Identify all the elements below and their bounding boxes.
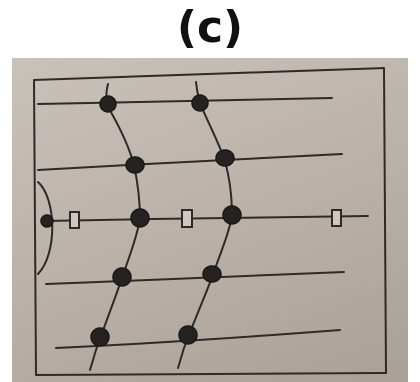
node bbox=[130, 208, 150, 228]
hand-drawn-network-sketch bbox=[33, 67, 387, 376]
node bbox=[112, 267, 132, 287]
box-marker-3 bbox=[331, 209, 342, 227]
horizontal-line-1 bbox=[37, 97, 333, 105]
panel-label: (c) bbox=[176, 2, 244, 53]
horizontal-line-3 bbox=[43, 215, 369, 222]
horizontal-line-2 bbox=[37, 153, 343, 171]
sketch-photo bbox=[12, 58, 408, 382]
sketch-frame bbox=[33, 67, 387, 376]
node bbox=[215, 149, 235, 167]
node bbox=[99, 95, 117, 113]
vertical-curve-left bbox=[89, 83, 141, 371]
node bbox=[202, 265, 222, 283]
box-marker-2 bbox=[181, 209, 193, 228]
node bbox=[178, 325, 198, 345]
box-marker-1 bbox=[69, 211, 80, 229]
node bbox=[40, 214, 54, 228]
node bbox=[191, 94, 209, 112]
left-arc bbox=[37, 181, 54, 275]
horizontal-line-4 bbox=[45, 271, 345, 285]
node bbox=[125, 156, 145, 174]
node bbox=[90, 327, 110, 347]
horizontal-line-5 bbox=[55, 329, 341, 349]
node bbox=[222, 205, 242, 225]
